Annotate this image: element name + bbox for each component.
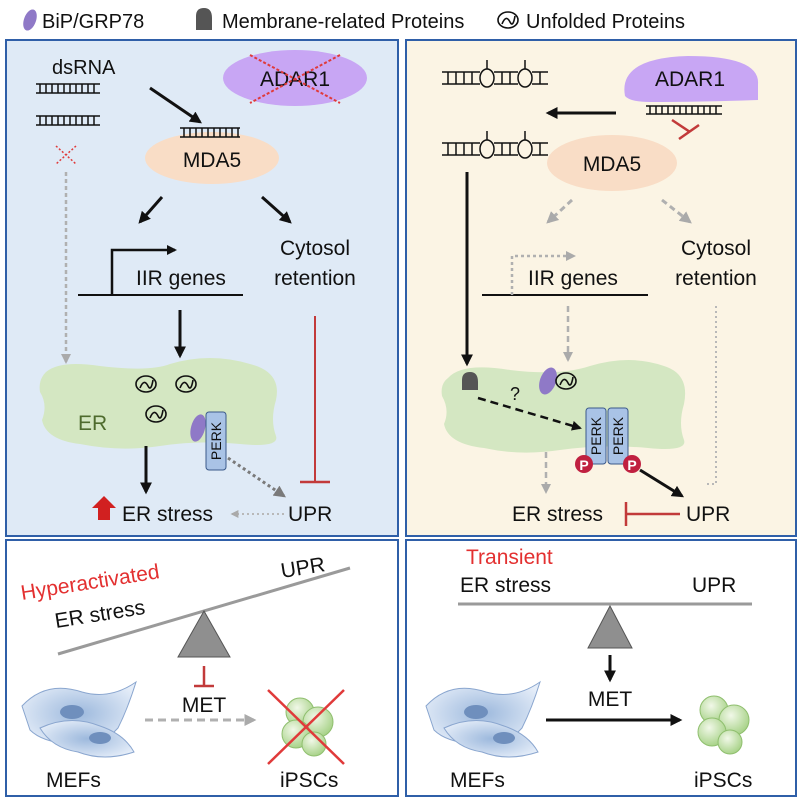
question-mark-label: ? [510,384,520,404]
perk-receptor-left [205,411,227,471]
mefs-label-right: MEFs [450,769,505,792]
perk-label-right-2: PERK [610,416,626,455]
cytosol-label-left: Cytosol [280,237,350,260]
legend-membrane-label: Membrane-related Proteins [222,11,464,33]
adar1-bound-dsrna [646,105,722,115]
dashed-mda5-to-cytosol-right [661,198,692,224]
arrow-perk-to-upr-right [639,468,685,498]
membrane-protein-icon [196,8,212,30]
upr-label-right: UPR [686,503,730,526]
er-stress-label-right: ER stress [512,503,603,526]
transient-label: Transient [466,546,553,569]
ipsc-colony-right [697,695,750,755]
right-bottom-panel [405,539,797,797]
mda5-label-right: MDA5 [583,153,641,176]
met-label-left: MET [182,694,227,717]
ipsc-failure-cross [267,689,345,765]
promoter-arrow-right [510,251,576,295]
iir-genes-label-right: IIR genes [528,267,618,290]
legend: BiP/GRP78 Membrane-related Proteins Unfo… [23,8,685,33]
unfolded-protein-icon-2 [175,375,197,393]
er-stress-label-left: ER stress [122,503,213,526]
left-top-panel [5,39,399,537]
mda5-blob-left [145,132,279,184]
dashed-membrane-to-perk [477,396,582,431]
ipsc-colony-left [281,697,334,757]
cytosol-label-right: Cytosol [681,237,751,260]
mda5-blob-right [547,135,677,191]
iir-genes-label-left: IIR genes [136,267,226,290]
phospho-label-2: P [627,457,636,473]
retention-label-left: retention [274,267,356,290]
perk-label-right-1: PERK [588,416,604,455]
membrane-protein-icon-er [462,372,478,390]
arrow-dsrna-to-mda5 [149,86,202,124]
upr-label-left: UPR [288,503,332,526]
adar1-label-right: ADAR1 [655,68,725,91]
dsrna-ladder-1 [36,83,100,94]
upr-label-bottom-right: UPR [692,574,736,597]
bip-icon [23,9,37,31]
inhibit-adar1-to-mda5 [671,118,691,134]
perk-receptor-right-2 [607,407,629,465]
mefs-label-left: MEFs [46,769,101,792]
retention-label-right: retention [675,267,757,290]
dsrna-ladder-2 [36,115,100,126]
edited-dsrna-2 [442,131,548,159]
ipscs-label-right: iPSCs [694,769,752,792]
perk-label-left: PERK [208,421,224,460]
right-diagram: ADAR1 MDA5 IIR genes Cytosol retention [441,56,759,526]
adar1-blob-right [624,56,759,102]
left-diagram: dsRNA ADAR1 MDA5 [36,50,367,526]
dsrna-bound-mda5 [180,127,240,138]
absent-dsrna-cross [55,145,77,165]
unfolded-protein-icon-1 [135,375,157,393]
arrow-mda5-to-cytosol-left [261,195,292,224]
ipscs-label-left: iPSCs [280,769,338,792]
bip-icon-left [190,414,206,442]
arrow-mda5-to-iir-left [138,196,164,224]
mda5-label-left: MDA5 [183,149,241,172]
legend-bip-label: BiP/GRP78 [42,11,144,33]
phospho-circle-1 [575,455,593,473]
inhibit-bar-mda5 [678,123,700,141]
dotted-cytosol-to-upr-right [704,306,717,485]
phospho-circle-2 [623,455,641,473]
dashed-mda5-to-iir-right [546,198,574,224]
unfolded-protein-icon-3 [145,405,167,423]
mef-cells-left [21,680,137,758]
unfolded-protein-icon-right [555,372,577,390]
edited-dsrna-1 [442,60,548,88]
bottom-right-diagram: Transient ER stress UPR MET MEFs iPSCs [425,546,752,792]
er-membrane-left [39,358,277,449]
unfolded-protein-icon [497,11,519,29]
seesaw-fulcrum-left [177,609,231,658]
adar1-knockout-cross [249,54,341,104]
er-label-left: ER [78,412,107,435]
legend-unfolded-label: Unfolded Proteins [526,11,685,33]
seesaw-fulcrum-right [587,604,633,649]
promoter-arrow-left [110,245,177,295]
perk-receptor-right-1 [585,407,607,465]
phospho-label-1: P [579,457,588,473]
bip-icon-right [539,367,557,395]
arrow-perk-to-upr-left [227,456,286,498]
increase-arrow-icon [92,496,116,520]
mef-cells-right [425,680,541,758]
met-label-right: MET [588,688,633,711]
er-stress-label-bottom-right: ER stress [460,574,551,597]
dsrna-label: dsRNA [52,57,116,79]
